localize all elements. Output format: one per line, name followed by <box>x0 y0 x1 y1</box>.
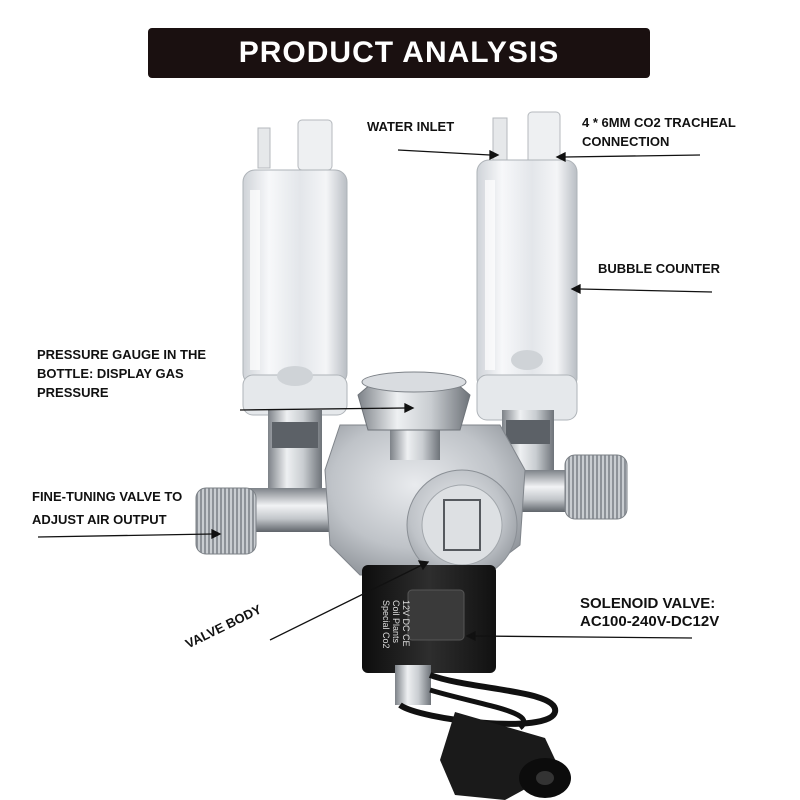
solenoid-print-line1: Special Co2 <box>381 600 391 649</box>
label-water-inlet: WATER INLET <box>367 119 455 134</box>
solenoid-print: Special Co2 Coil Plants 12V DC CE <box>381 600 411 649</box>
pointer-bubble-counter <box>579 288 713 293</box>
title-banner: PRODUCT ANALYSIS <box>148 28 650 78</box>
label-pressure-line1: PRESSURE GAUGE IN THE <box>37 347 207 362</box>
right-bubble-counter <box>476 111 578 485</box>
pointer-fine-tuning <box>37 533 213 538</box>
page-title: PRODUCT ANALYSIS <box>238 36 560 69</box>
label-fine-line2: ADJUST AIR OUTPUT <box>32 512 167 527</box>
valve-body <box>324 424 526 581</box>
pointer-valve-body <box>269 564 423 641</box>
pointer-water-inlet <box>397 149 491 156</box>
label-solenoid-line1: SOLENOID VALVE: <box>580 595 716 612</box>
label-fine-line1: FINE-TUNING VALVE TO <box>32 489 183 504</box>
label-tracheal-line1: 4 * 6MM CO2 TRACHEAL <box>582 115 736 130</box>
label-pressure-line2: BOTTLE: DISPLAY GAS <box>37 366 184 381</box>
solenoid-valve <box>362 565 571 800</box>
pointer-solenoid <box>474 635 693 639</box>
label-solenoid-valve: SOLENOID VALVE: AC100-240V-DC12V <box>580 595 719 631</box>
label-fine-tuning-valve: FINE-TUNING VALVE TO ADJUST AIR OUTPUT <box>32 487 182 529</box>
pointer-lines <box>37 149 713 642</box>
solenoid-print-line2: Coil Plants <box>391 600 401 644</box>
pressure-gauge <box>357 371 471 460</box>
label-tracheal-line2: CONNECTION <box>582 134 670 149</box>
solenoid-print-line3: 12V DC CE <box>401 600 411 647</box>
label-pressure-line3: PRESSURE <box>37 385 109 400</box>
label-tracheal-connection: 4 * 6MM CO2 TRACHEAL CONNECTION <box>582 113 736 151</box>
label-solenoid-line2: AC100-240V-DC12V <box>580 613 720 630</box>
left-bubble-counter <box>242 119 348 490</box>
label-bubble-counter: BUBBLE COUNTER <box>598 261 721 276</box>
label-pressure-gauge: PRESSURE GAUGE IN THE BOTTLE: DISPLAY GA… <box>37 345 206 402</box>
pointer-pressure-gauge <box>239 407 406 411</box>
pointer-tracheal <box>564 154 701 158</box>
